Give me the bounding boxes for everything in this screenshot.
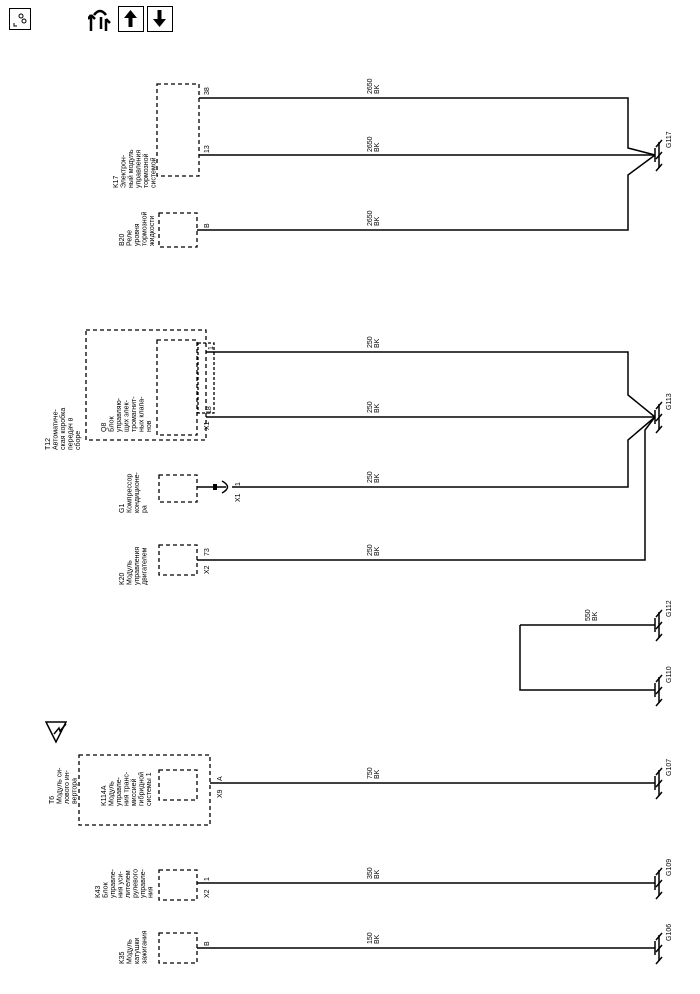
wire-2[interactable] — [197, 154, 656, 231]
label-t6: T6Модуль си-лового ин-вертора — [49, 767, 79, 804]
pin-b20: B — [204, 223, 211, 228]
pin-38: 38 — [204, 87, 211, 95]
connector-x2-k43: X2 — [204, 889, 211, 898]
pin-1-g1: 1 — [235, 482, 242, 486]
wire-label-8: 750BK — [367, 767, 381, 779]
arrow-down-icon — [153, 10, 166, 27]
wire-label-10: 150BK — [367, 932, 381, 944]
ground-symbols — [654, 139, 663, 965]
wire-7-return[interactable] — [519, 625, 655, 691]
wire-label-3: 250BK — [367, 336, 381, 348]
component-box-k35[interactable] — [158, 932, 198, 964]
pin-13: 13 — [204, 145, 211, 153]
arrow-up-icon — [124, 10, 137, 27]
high-voltage-warning-icon — [44, 721, 68, 744]
ground-label-g112: G112 — [666, 600, 673, 617]
arrow-up-button[interactable] — [118, 6, 144, 32]
ground-g112[interactable] — [654, 609, 663, 642]
wire-label-4: 250BK — [367, 401, 381, 413]
label-k114a: K114AМодульуправле-ния транс-миссиейгибр… — [101, 771, 153, 806]
wire-label-7: 550BK — [585, 609, 599, 621]
component-box-g1[interactable] — [158, 474, 198, 503]
legend-icon — [13, 13, 27, 27]
ground-g113[interactable] — [654, 401, 663, 434]
component-box-k114a[interactable] — [158, 769, 198, 801]
navigate-button[interactable] — [87, 7, 114, 33]
pin-a: A — [217, 776, 224, 781]
label-q8: Q8Блокуправляю-щих элек-тромагнит-ных кл… — [101, 396, 153, 432]
ground-g110[interactable] — [654, 674, 663, 707]
component-box-k20[interactable] — [158, 544, 198, 576]
inline-connector-symbol — [221, 480, 229, 494]
wire-label-9: 350BK — [367, 867, 381, 879]
pin-1-q8: 1 — [208, 346, 215, 350]
connector-box-x1 — [197, 342, 215, 414]
label-k35: K35Модулькатушкизажигания — [119, 930, 149, 964]
ground-label-g109: G109 — [666, 859, 673, 876]
connector-x1-g1: X1 — [235, 493, 242, 502]
connector-x1-q8: X1 — [204, 421, 211, 430]
wire-label-6: 250BK — [367, 544, 381, 556]
component-box-k43[interactable] — [158, 869, 198, 901]
wire-label-1: 2650BK — [367, 136, 381, 152]
ground-label-g106: G106 — [666, 924, 673, 941]
pin-b-k35: B — [204, 941, 211, 946]
component-box-k17[interactable] — [156, 83, 200, 177]
label-k20: K20Модульуправлениядвигателем — [119, 547, 149, 585]
wire-5[interactable] — [197, 416, 656, 488]
label-k43: K43Блокуправле-ния уси-лителемрулевогоуп… — [95, 868, 155, 898]
ground-g107[interactable] — [654, 767, 663, 800]
legend-button[interactable] — [9, 8, 31, 30]
component-box-t12[interactable] — [85, 329, 207, 441]
wire-0[interactable] — [199, 97, 656, 156]
connector-x9: X9 — [217, 789, 224, 798]
component-box-q8[interactable] — [156, 339, 198, 436]
pin-1-k43: 1 — [204, 877, 211, 881]
label-b20: B20Релеуровнятормознойжидкости — [119, 211, 156, 246]
connector-x2-k20: X2 — [204, 565, 211, 574]
ground-g109[interactable] — [654, 867, 663, 900]
pin-73: 73 — [204, 548, 211, 556]
ground-label-g117: G117 — [666, 131, 673, 148]
ground-label-g110: G110 — [666, 666, 673, 683]
pin-18: 18 — [206, 406, 213, 414]
wire-3[interactable] — [206, 351, 656, 418]
navigate-icon — [87, 9, 111, 31]
wire-label-0: 2650BK — [367, 78, 381, 94]
ground-g106[interactable] — [654, 932, 663, 965]
wire-6[interactable] — [197, 416, 656, 561]
component-box-t6[interactable] — [78, 754, 211, 826]
ground-label-g113: G113 — [666, 393, 673, 410]
arrow-down-button[interactable] — [147, 6, 173, 32]
ground-g117[interactable] — [654, 139, 663, 172]
toolbar — [0, 0, 700, 44]
component-boxes — [78, 83, 215, 964]
wire-label-5: 250BK — [367, 471, 381, 483]
wires — [197, 97, 656, 949]
ground-label-g107: G107 — [666, 759, 673, 776]
wire-label-2: 2650BK — [367, 210, 381, 226]
label-g1: G1Компрессоркондиционе-ра — [119, 472, 149, 513]
label-t12: T12Автоматиче-ская коробкапередач всборе — [45, 408, 82, 450]
label-k17: K17Электрон-ный модульуправлениятормозно… — [113, 149, 158, 188]
component-box-b20[interactable] — [158, 212, 198, 248]
